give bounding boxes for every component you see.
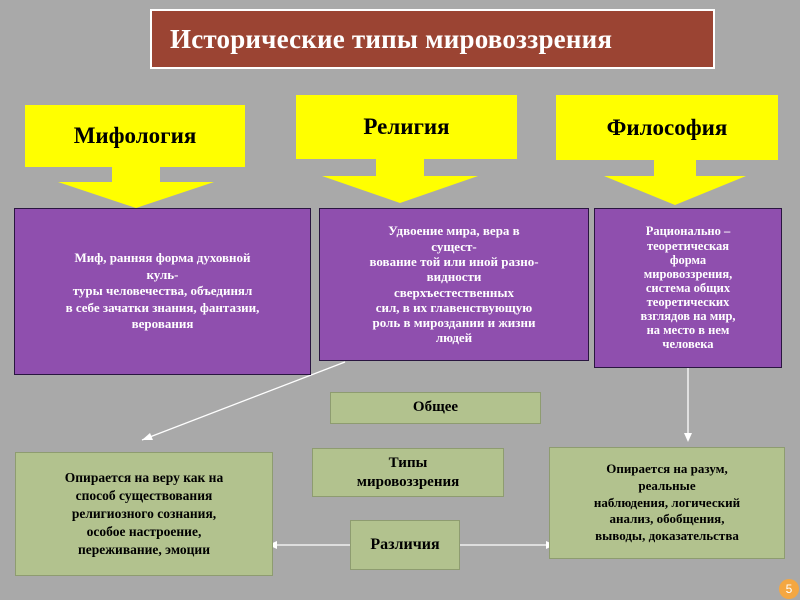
- header-mythology: Мифология: [25, 105, 245, 167]
- down-arrow-mythology: [58, 167, 214, 208]
- arrowhead-right-note: [684, 433, 692, 442]
- description-philosophy: Рационально – теоретическая форма мирово…: [594, 208, 782, 368]
- common-box: Общее: [330, 392, 541, 424]
- description-religion: Удвоение мира, вера в сущест- вование то…: [319, 208, 589, 361]
- header-religion: Религия: [296, 95, 517, 159]
- arrowhead-left-note: [142, 433, 153, 440]
- page-title: Исторические типы мировоззрения: [150, 9, 715, 69]
- note-religion-faith: Опирается на веру как на способ существо…: [15, 452, 273, 576]
- header-philosophy: Философия: [556, 95, 778, 160]
- worldview-types-box: Типы мировоззрения: [312, 448, 504, 497]
- down-arrow-philosophy: [604, 160, 746, 205]
- note-philosophy-reason: Опирается на разум, реальные наблюдения,…: [549, 447, 785, 559]
- description-mythology: Миф, ранняя форма духовной куль- туры че…: [14, 208, 311, 375]
- differences-box: Различия: [350, 520, 460, 570]
- down-arrow-religion: [322, 159, 478, 203]
- page-number-badge: 5: [779, 579, 799, 599]
